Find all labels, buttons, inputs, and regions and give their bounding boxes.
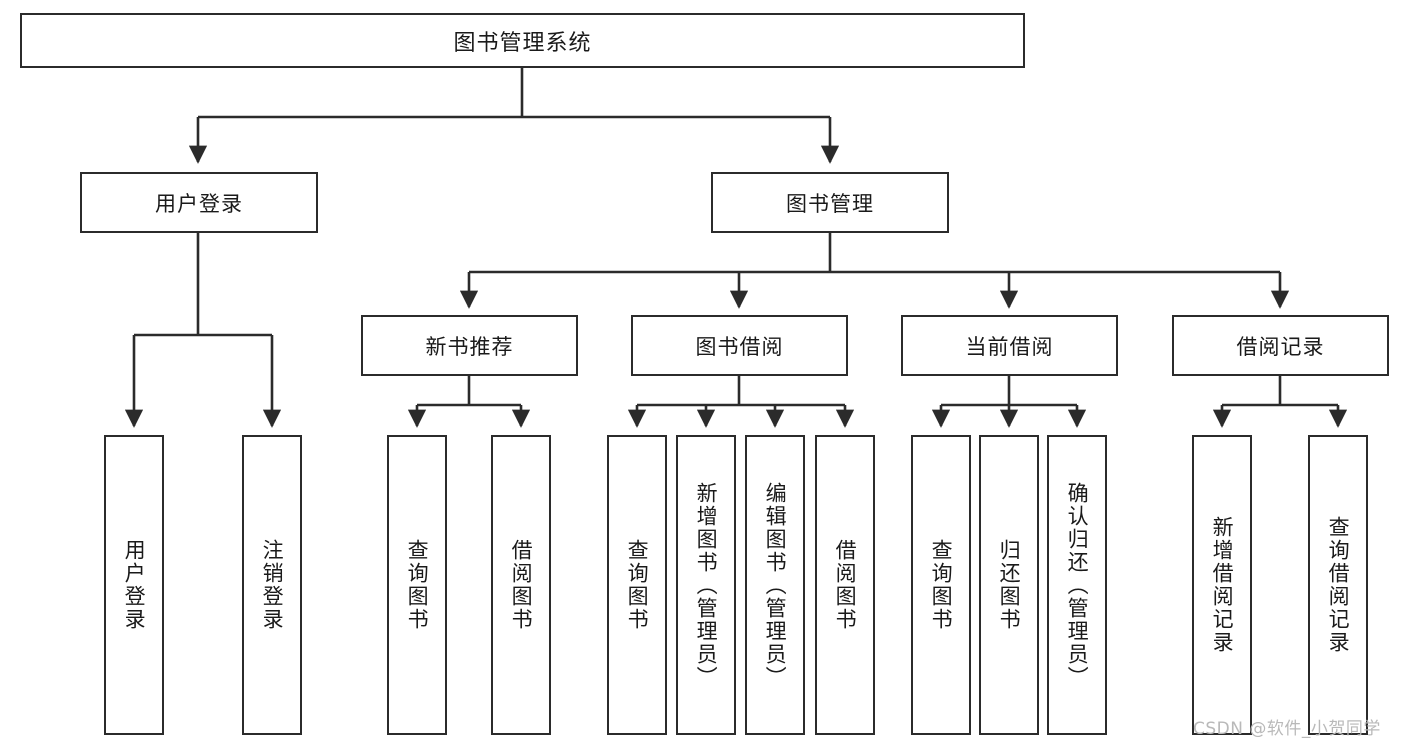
node-new-book-recommend-label: 新书推荐 — [425, 334, 514, 359]
node-borrow-record-label: 借阅记录 — [1236, 334, 1325, 359]
leaf-label: 归还图书 — [997, 539, 1022, 631]
leaf-label: 查询图书 — [929, 539, 954, 631]
csdn-watermark: CSDN @软件_小贺同学 — [1193, 719, 1381, 739]
node-book-borrow-label: 图书借阅 — [695, 334, 784, 359]
leaf-label: 借阅图书 — [833, 539, 858, 631]
node-borrow-record[interactable]: 借阅记录 — [1172, 315, 1389, 376]
node-leaf-bookborrow-add[interactable]: 新增图书（管理员） — [676, 435, 736, 735]
node-root-label: 图书管理系统 — [453, 30, 592, 56]
node-leaf-user-login-signout[interactable]: 注销登录 — [242, 435, 302, 735]
node-leaf-currentborrow-confirm[interactable]: 确认归还（管理员） — [1047, 435, 1107, 735]
node-new-book-recommend[interactable]: 新书推荐 — [361, 315, 578, 376]
leaf-label: 确认归还（管理员） — [1065, 481, 1090, 689]
leaf-label: 新增借阅记录 — [1210, 516, 1235, 654]
leaf-label: 查询图书 — [405, 539, 430, 631]
leaf-label: 查询借阅记录 — [1326, 516, 1351, 654]
node-leaf-currentborrow-query[interactable]: 查询图书 — [911, 435, 971, 735]
node-leaf-newbook-borrow[interactable]: 借阅图书 — [491, 435, 551, 735]
leaf-label: 用户登录 — [122, 539, 147, 631]
node-leaf-newbook-query[interactable]: 查询图书 — [387, 435, 447, 735]
node-book-manage[interactable]: 图书管理 — [711, 172, 949, 233]
node-book-borrow[interactable]: 图书借阅 — [631, 315, 848, 376]
node-book-manage-label: 图书管理 — [786, 191, 874, 216]
node-user-login-label: 用户登录 — [155, 191, 243, 216]
node-leaf-bookborrow-borrow[interactable]: 借阅图书 — [815, 435, 875, 735]
node-current-borrow-label: 当前借阅 — [965, 334, 1054, 359]
node-leaf-currentborrow-return[interactable]: 归还图书 — [979, 435, 1039, 735]
leaf-label: 新增图书（管理员） — [694, 481, 719, 689]
node-leaf-borrowrecord-query[interactable]: 查询借阅记录 — [1308, 435, 1368, 735]
node-leaf-bookborrow-edit[interactable]: 编辑图书（管理员） — [745, 435, 805, 735]
node-leaf-user-login-signin[interactable]: 用户登录 — [104, 435, 164, 735]
node-current-borrow[interactable]: 当前借阅 — [901, 315, 1118, 376]
node-leaf-borrowrecord-add[interactable]: 新增借阅记录 — [1192, 435, 1252, 735]
leaf-label: 注销登录 — [260, 539, 285, 631]
leaf-label: 借阅图书 — [509, 539, 534, 631]
node-leaf-bookborrow-query[interactable]: 查询图书 — [607, 435, 667, 735]
leaf-label: 查询图书 — [625, 539, 650, 631]
leaf-label: 编辑图书（管理员） — [763, 481, 788, 689]
node-root[interactable]: 图书管理系统 — [20, 13, 1025, 68]
node-user-login[interactable]: 用户登录 — [80, 172, 318, 233]
